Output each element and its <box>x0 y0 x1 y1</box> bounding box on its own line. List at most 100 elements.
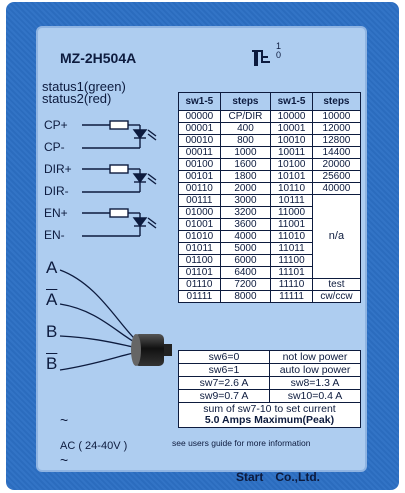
table-cell: 01111 <box>178 290 221 303</box>
sw7-cell: sw7=2.6 A <box>178 376 270 390</box>
sw9-cell: sw9=0.7 A <box>178 389 270 403</box>
dir-minus-label: DIR- <box>44 184 69 198</box>
table-cell: 25600 <box>311 170 362 183</box>
table-cell: 11001 <box>270 218 313 231</box>
company-name-start: Start <box>236 470 264 484</box>
table-cell: 00000 <box>178 110 221 123</box>
motor-a-label: A <box>46 258 58 277</box>
table-cell: 01010 <box>178 230 221 243</box>
dip-switch-icon <box>252 50 270 66</box>
company-suffix: Co.,Ltd. <box>275 470 320 484</box>
status2-label: status2(red) <box>42 91 112 106</box>
status1-label: status1(green) <box>42 79 126 94</box>
table-cell: 4000 <box>219 230 272 243</box>
sw6-0-cell: sw6=0 <box>178 350 270 364</box>
table-cell: 01110 <box>178 278 221 291</box>
table-cell: 2000 <box>219 182 272 195</box>
table-cell: 00011 <box>178 146 221 159</box>
current-sum-note: sum of sw7-10 to set current 5.0 Amps Ma… <box>178 402 361 428</box>
table-cell: 00001 <box>178 122 221 135</box>
optocoupler-diagram <box>82 120 157 237</box>
table-cell: 01101 <box>178 266 221 279</box>
table-cell: 1800 <box>219 170 272 183</box>
ac-input-label: AC ( 24-40V ) <box>60 440 128 452</box>
na-cell: n/a <box>311 194 362 279</box>
cp-plus-label: CP+ <box>44 118 68 132</box>
ac-tilde-bottom: ~ <box>60 452 69 468</box>
users-guide-note: see users guide for more information <box>172 438 311 448</box>
header-steps-left: steps <box>219 92 272 111</box>
table-cell: 10110 <box>270 182 313 195</box>
sw6-0-desc: not low power <box>269 350 361 364</box>
table-cell: 00110 <box>178 182 221 195</box>
header-steps-right: steps <box>311 92 362 111</box>
table-cell: 11010 <box>270 230 313 243</box>
table-cell: 1600 <box>219 158 272 171</box>
sw10-cell: sw10=0.4 A <box>269 389 361 403</box>
table-cell: 20000 <box>311 158 362 171</box>
table-cell: 14400 <box>311 146 362 159</box>
table-cell: 6000 <box>219 254 272 267</box>
status-legend: status1(green) status2(red) <box>42 79 126 106</box>
table-cell: 7200 <box>219 278 272 291</box>
table-cell: CP/DIR <box>219 110 272 123</box>
motor-b-bar-label: B <box>46 354 58 373</box>
table-cell: 400 <box>219 122 272 135</box>
table-cell: 5000 <box>219 242 272 255</box>
current-sum-line2: 5.0 Amps Maximum(Peak) <box>204 414 335 426</box>
table-cell: 01000 <box>178 206 221 219</box>
table-cell: 01001 <box>178 218 221 231</box>
header-sw1-5-right: sw1-5 <box>270 92 313 111</box>
en-minus-label: EN- <box>44 228 65 242</box>
table-cell: 11011 <box>270 242 313 255</box>
current-sum-line1: sum of sw7-10 to set current <box>203 403 336 415</box>
table-cell: 10111 <box>270 194 313 207</box>
motor-a-bar-label: A <box>46 290 58 309</box>
cp-minus-label: CP- <box>44 140 65 154</box>
table-cell: 00100 <box>178 158 221 171</box>
sw8-cell: sw8=1.3 A <box>269 376 361 390</box>
sw6-1-desc: auto low power <box>269 363 361 377</box>
table-cell: 3200 <box>219 206 272 219</box>
table-cell: 12000 <box>311 122 362 135</box>
table-cell: 12800 <box>311 134 362 147</box>
table-cell: 40000 <box>311 182 362 195</box>
table-cell: 11110 <box>270 278 313 291</box>
table-cell: 8000 <box>219 290 272 303</box>
en-plus-label: EN+ <box>44 206 68 220</box>
motor-b-label: B <box>46 322 58 341</box>
table-cell: 800 <box>219 134 272 147</box>
header-sw1-5-left: sw1-5 <box>178 92 221 111</box>
table-cell: 11111 <box>270 290 313 303</box>
table-cell: 3600 <box>219 218 272 231</box>
table-cell: cw/ccw <box>311 290 362 303</box>
sw6-1-cell: sw6=1 <box>178 363 270 377</box>
table-cell: 11000 <box>270 206 313 219</box>
model-name: MZ-2H504A <box>60 50 137 66</box>
table-cell: 10001 <box>270 122 313 135</box>
table-cell: 00111 <box>178 194 221 207</box>
table-cell: 10100 <box>270 158 313 171</box>
table-cell: 10000 <box>270 110 313 123</box>
table-cell: 01011 <box>178 242 221 255</box>
ac-tilde-top: ~ <box>60 412 69 428</box>
stepper-motor-icon <box>59 269 172 371</box>
table-cell: 10000 <box>311 110 362 123</box>
dir-plus-label: DIR+ <box>44 162 72 176</box>
table-cell: 6400 <box>219 266 272 279</box>
table-cell: 01100 <box>178 254 221 267</box>
table-cell: 11101 <box>270 266 313 279</box>
